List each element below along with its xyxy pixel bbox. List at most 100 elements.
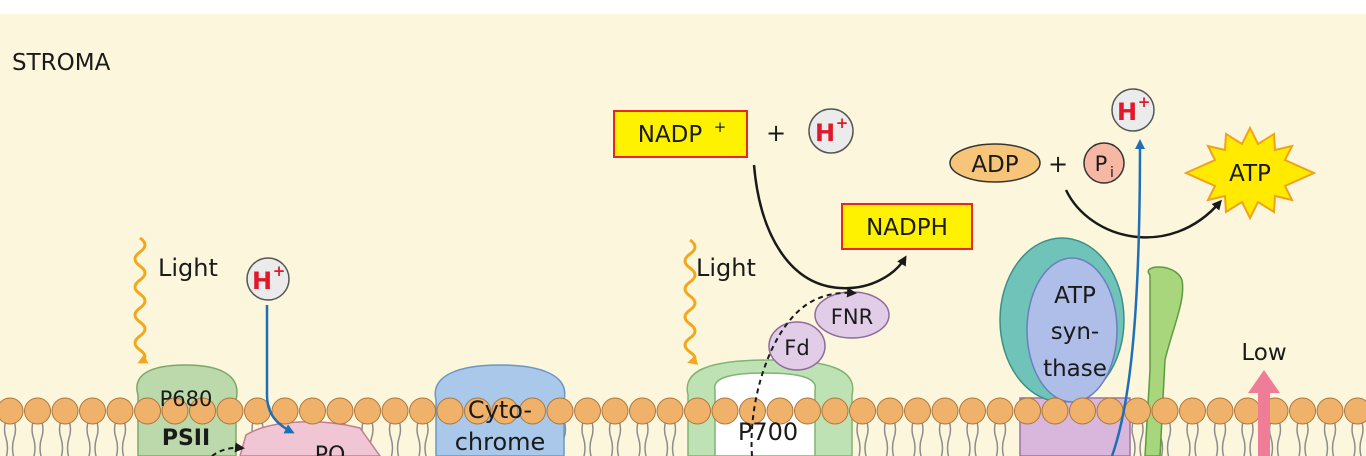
- adp-molecule: [949, 143, 1041, 183]
- electron-flow-arrow-psii: [211, 442, 245, 456]
- lipid-head: [326, 397, 354, 425]
- lipid-tail: [883, 419, 897, 456]
- proton-label-sup: +: [1138, 93, 1151, 111]
- nadp-label-sup: +: [714, 118, 727, 136]
- light-wave-icon: [133, 236, 149, 364]
- lipid-tail: [416, 419, 429, 456]
- lipid-head: [1041, 397, 1069, 425]
- lipid-tail: [113, 419, 127, 456]
- cytochrome-label-line2: chrome: [455, 428, 546, 456]
- lipid-head: [106, 397, 134, 425]
- lipid-head: [519, 397, 546, 425]
- lipid-head: [711, 397, 739, 425]
- electron-flow-arrow-psi: [750, 287, 857, 456]
- light-label-psi: Light: [696, 254, 756, 282]
- lipid-tail: [388, 419, 402, 456]
- lipid-tail: [993, 419, 1007, 456]
- nadph-label: NADPH: [866, 215, 948, 241]
- proton-circle-synthase: [1111, 88, 1155, 132]
- lipid-head: [1096, 397, 1124, 425]
- lipid-head: [574, 397, 601, 425]
- phosphate-label: P: [1095, 152, 1108, 176]
- proton-flow-arrow-synthase: [1110, 139, 1145, 456]
- lipid-head: [739, 397, 766, 425]
- lipid-tail: [31, 419, 44, 456]
- lipid-head: [904, 397, 931, 425]
- lipid-head: [24, 397, 51, 425]
- lipid-tail: [581, 419, 594, 456]
- proton-circle-psii: [246, 257, 290, 301]
- lipid-head: [821, 397, 849, 425]
- lipid-tail: [1186, 419, 1199, 456]
- proton-flow-arrow-psii: [265, 305, 295, 434]
- lipid-head: [794, 397, 821, 425]
- lipid-head: [656, 397, 684, 425]
- cytochrome-label-line1: Cyto-: [468, 396, 532, 424]
- lipid-head: [189, 397, 216, 425]
- lipid-head: [1206, 397, 1234, 425]
- proton-label: H: [815, 119, 835, 147]
- lipid-head: [0, 397, 24, 425]
- nadp-box: [613, 110, 748, 158]
- lipid-head: [1179, 397, 1206, 425]
- atp-synthase-label-line1: ATP: [1054, 283, 1096, 309]
- nadph-formation-arrow: [752, 164, 907, 290]
- lipid-head: [1151, 397, 1179, 425]
- fnr-label: FNR: [831, 305, 873, 329]
- lipid-head: [1069, 397, 1096, 425]
- light-label-psii: Light: [158, 254, 218, 282]
- lipid-tail: [938, 419, 952, 456]
- nadp-label: NADP: [638, 122, 703, 148]
- psi-label-p700: P700: [738, 418, 798, 446]
- fd-label: Fd: [784, 336, 809, 360]
- lipid-head: [51, 397, 79, 425]
- lipid-head: [161, 397, 189, 425]
- lipid-tail: [1213, 419, 1227, 456]
- atp-synthase-label-line3: thase: [1043, 356, 1107, 382]
- lipid-head: [216, 397, 244, 425]
- lipid-head: [381, 397, 409, 425]
- lipid-head: [299, 397, 326, 425]
- lipid-tail: [1296, 419, 1309, 456]
- adp-label: ADP: [971, 152, 1018, 178]
- proton-label: H: [252, 267, 272, 295]
- psii-label: PSII: [162, 426, 210, 451]
- lipid-head: [79, 397, 106, 425]
- lipid-tail: [1351, 419, 1364, 456]
- proton-label: H: [1117, 98, 1137, 126]
- gradient-low-label: Low: [1241, 340, 1286, 366]
- lipid-head: [134, 397, 161, 425]
- lipid-tail: [1131, 419, 1144, 456]
- lipid-tail: [86, 419, 99, 456]
- psii-label-p680: P680: [160, 387, 213, 411]
- lipid-head: [959, 397, 986, 425]
- atp-synthase-label-line2: syn-: [1051, 319, 1099, 345]
- lipid-head: [1344, 397, 1366, 425]
- lipid-head: [1014, 397, 1041, 425]
- gradient-arrow-icon: [1248, 370, 1280, 456]
- lipid-head: [849, 397, 876, 425]
- lipid-head: [409, 397, 436, 425]
- pq-label: PQ: [315, 443, 346, 456]
- ferredoxin: [768, 321, 826, 371]
- lipid-tail: [966, 419, 979, 456]
- lipid-tail: [663, 419, 677, 456]
- lipid-tail: [911, 419, 924, 456]
- atp-label: ATP: [1229, 161, 1271, 187]
- lipid-head: [436, 397, 464, 425]
- lipid-head: [491, 397, 519, 425]
- nadph-box: [841, 203, 973, 250]
- proton-label-sup: +: [836, 114, 849, 132]
- proton-circle-nadp: [808, 108, 854, 154]
- lipid-tail: [856, 419, 869, 456]
- lipid-head: [1124, 397, 1151, 425]
- lipid-head: [986, 397, 1014, 425]
- light-wave-icon: [683, 238, 699, 365]
- lipid-head: [1234, 397, 1261, 425]
- lipid-head: [354, 397, 381, 425]
- phosphate-molecule: [1083, 142, 1125, 184]
- lipid-head: [876, 397, 904, 425]
- proton-label-sup: +: [273, 262, 286, 280]
